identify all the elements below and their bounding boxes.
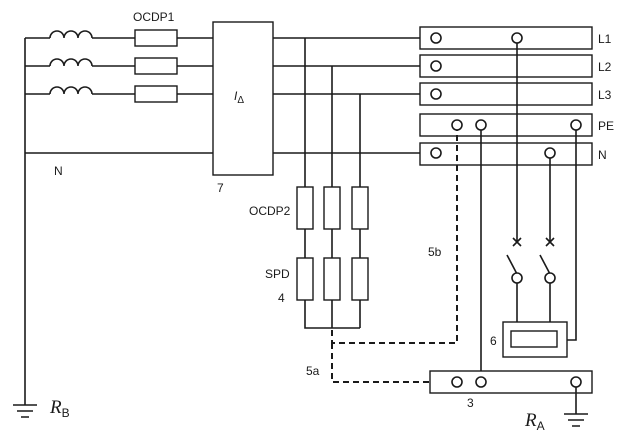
switch-terminal [544, 272, 556, 284]
earth-bar-number: 3 [467, 396, 474, 410]
rb-label: RB [49, 397, 70, 420]
ocdp1-fuse-l1 [134, 29, 178, 47]
switch-contact-x [545, 237, 555, 247]
main-earth-bar [429, 370, 593, 394]
pe-to-equipment-wire [567, 125, 577, 341]
l3-bar [419, 82, 593, 106]
spd-common-wire [304, 300, 361, 329]
spd-l1 [296, 257, 314, 301]
pe-bar [419, 113, 593, 137]
ocdp2-fuse-l3 [351, 186, 369, 230]
label-5a: 5a [306, 364, 320, 378]
equipment-number: 6 [490, 334, 497, 348]
spd-number: 4 [278, 291, 285, 305]
switch-contact-x [512, 237, 522, 247]
l2-bar [419, 54, 593, 78]
label-5b: 5b [428, 245, 442, 259]
l3-label: L3 [598, 88, 612, 102]
terminal-earth-5a [451, 376, 463, 388]
source-bus-wire [25, 37, 50, 95]
terminal-l1-in [430, 32, 442, 44]
ra-label: RA [524, 410, 545, 433]
spd-link-wire [304, 229, 361, 258]
ocdp2-fuse-l2 [323, 186, 341, 230]
rcd-symbol: IΔ [234, 89, 244, 106]
ocdp2-fuse-l1 [296, 186, 314, 230]
phase-wire [92, 37, 135, 95]
spd-l3 [351, 257, 369, 301]
ocdp2-label: OCDP2 [249, 204, 291, 218]
inductor-l3 [49, 86, 93, 95]
terminal-n-out [544, 147, 556, 159]
terminal-n-in [430, 147, 442, 159]
earth-symbol-ra-icon [564, 413, 588, 427]
ocdp1-fuse-l2 [134, 57, 178, 75]
inductor-l1 [49, 30, 93, 39]
rcd-device [212, 21, 274, 176]
spd-l2 [323, 257, 341, 301]
terminal-l2-in [430, 60, 442, 72]
n-bar [419, 142, 593, 166]
terminal-l1-out [511, 32, 523, 44]
l1-label: L1 [598, 32, 612, 46]
switch-blade [506, 254, 518, 275]
switch-blade [539, 254, 551, 275]
l1-bar [419, 26, 593, 50]
spd-label: SPD [265, 267, 290, 281]
equipment-load [510, 330, 558, 348]
terminal-pe-bus [475, 119, 487, 131]
terminal-earth-pe [475, 376, 487, 388]
ocdp1-label: OCDP1 [133, 10, 175, 24]
terminal-earth-ra [570, 376, 582, 388]
rcd-number: 7 [217, 181, 224, 195]
ocdp1-fuse-l3 [134, 85, 178, 103]
terminal-pe-5b [451, 119, 463, 131]
terminal-pe-equipment [570, 119, 582, 131]
earth-symbol-rb-icon [13, 404, 37, 418]
inductor-l2 [49, 58, 93, 67]
neutral-left-label: N [54, 164, 63, 178]
l2-label: L2 [598, 60, 612, 74]
n-label: N [598, 148, 607, 162]
switch-terminal [511, 272, 523, 284]
bonding-conductor-5a [331, 343, 455, 383]
terminal-l3-in [430, 88, 442, 100]
pe-label: PE [598, 119, 614, 133]
phase-wire [177, 37, 213, 95]
bonding-conductor-5b [331, 125, 458, 344]
